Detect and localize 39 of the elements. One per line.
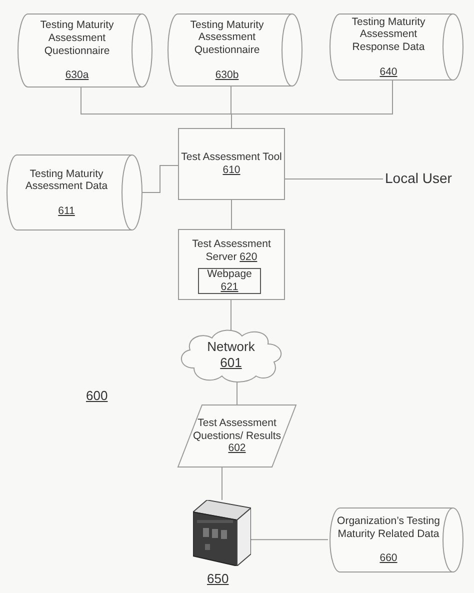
- node-label: Local User: [385, 170, 465, 188]
- reference-number: 630b: [215, 68, 239, 82]
- figure-number: 600: [86, 388, 108, 403]
- process-box: [198, 268, 261, 294]
- node-label: Test Assessment Questions/ Results: [192, 417, 282, 442]
- cylinder-node: [168, 14, 302, 86]
- reference-number: 650: [207, 571, 229, 586]
- reference-number: 630a: [65, 69, 89, 82]
- connector-line: [250, 539, 328, 540]
- node-label: Testing Maturity Assessment Questionnaire: [189, 18, 265, 57]
- reference-number: 621: [220, 281, 238, 294]
- connector-line: [142, 164, 178, 193]
- reference-number: 660: [380, 552, 398, 565]
- process-box: [178, 229, 285, 300]
- connector-line: [231, 80, 393, 128]
- node-label: Testing Maturity Assessment Data: [24, 168, 109, 193]
- cylinder-node: [330, 508, 463, 572]
- reference-number: 610: [222, 164, 240, 177]
- reference-number: 601: [220, 355, 242, 371]
- node-label: Organization’s Testing Maturity Related Data: [336, 515, 441, 540]
- cylinder-node: [330, 14, 463, 80]
- data-parallelogram: [178, 405, 296, 467]
- node-label: Network: [207, 339, 255, 355]
- process-box: [178, 128, 285, 200]
- picture: [193, 500, 251, 566]
- connector-line: [236, 380, 238, 406]
- cylinder-node: [18, 14, 152, 87]
- node-label: Test Assessment Tool: [181, 151, 282, 164]
- node-label: Webpage: [207, 268, 252, 281]
- reference-number: 602: [228, 442, 246, 455]
- reference-number: 640: [380, 66, 398, 78]
- connector-line: [284, 178, 384, 180]
- cylinder-node: [7, 155, 142, 230]
- node-label: Test Assessment Server 620: [191, 238, 272, 264]
- node-label: Testing Maturity Assessment Response Data: [350, 16, 426, 54]
- node-label: Testing Maturity Assessment Questionnaire: [39, 19, 115, 58]
- reference-number: 611: [58, 204, 75, 218]
- connector-line: [231, 200, 232, 230]
- connector-line: [230, 300, 232, 332]
